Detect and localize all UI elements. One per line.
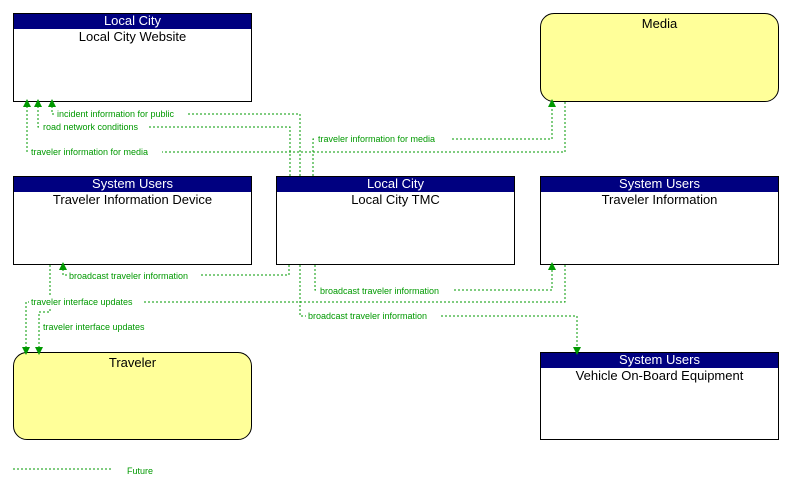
media-terminator: Media	[540, 13, 779, 102]
flow-line-bti-tid	[59, 262, 290, 276]
local-city-website-box: Local City Local City Website	[13, 13, 252, 102]
local-city-website-name: Local City Website	[78, 29, 187, 44]
local-city-tmc-name: Local City TMC	[351, 192, 440, 207]
traveler-information-device-box: System Users Traveler Information Device	[13, 176, 252, 265]
flow-line-tiu-1	[22, 265, 566, 355]
flow-label-tim-website: traveler information for media	[31, 147, 148, 157]
traveler-terminator: Traveler	[13, 352, 252, 440]
flow-label-road: road network conditions	[43, 122, 139, 132]
traveler-information-box: System Users Traveler Information	[540, 176, 779, 265]
traveler-information-header: System Users	[541, 177, 778, 192]
flow-label-bti-ti: broadcast traveler information	[320, 286, 439, 296]
traveler-information-name: Traveler Information	[601, 192, 718, 207]
flow-line-bti-vobe	[299, 265, 581, 355]
flow-line-tiu-2	[35, 265, 51, 355]
local-city-tmc-box: Local City Local City TMC	[276, 176, 515, 265]
traveler-information-device-header: System Users	[14, 177, 251, 192]
legend-label: Future	[127, 466, 153, 476]
flow-label-tim-media: traveler information for media	[318, 134, 435, 144]
traveler-information-device-name: Traveler Information Device	[52, 192, 213, 207]
local-city-website-header: Local City	[14, 14, 251, 29]
flow-label-tiu-1: traveler interface updates	[31, 297, 133, 307]
flow-label-bti-vobe: broadcast traveler information	[308, 311, 427, 321]
local-city-tmc-header: Local City	[277, 177, 514, 192]
flow-label-tiu-2: traveler interface updates	[43, 322, 145, 332]
vehicle-on-board-equipment-name: Vehicle On-Board Equipment	[575, 368, 744, 383]
vehicle-on-board-equipment-header: System Users	[541, 353, 778, 368]
flow-line-tim-website	[23, 99, 566, 153]
traveler-name: Traveler	[108, 355, 157, 370]
flow-line-bti-ti	[314, 262, 556, 291]
media-name: Media	[641, 16, 678, 31]
flow-label-bti-tid: broadcast traveler information	[69, 271, 188, 281]
vehicle-on-board-equipment-box: System Users Vehicle On-Board Equipment	[540, 352, 779, 440]
flow-label-incident: incident information for public	[57, 109, 175, 119]
